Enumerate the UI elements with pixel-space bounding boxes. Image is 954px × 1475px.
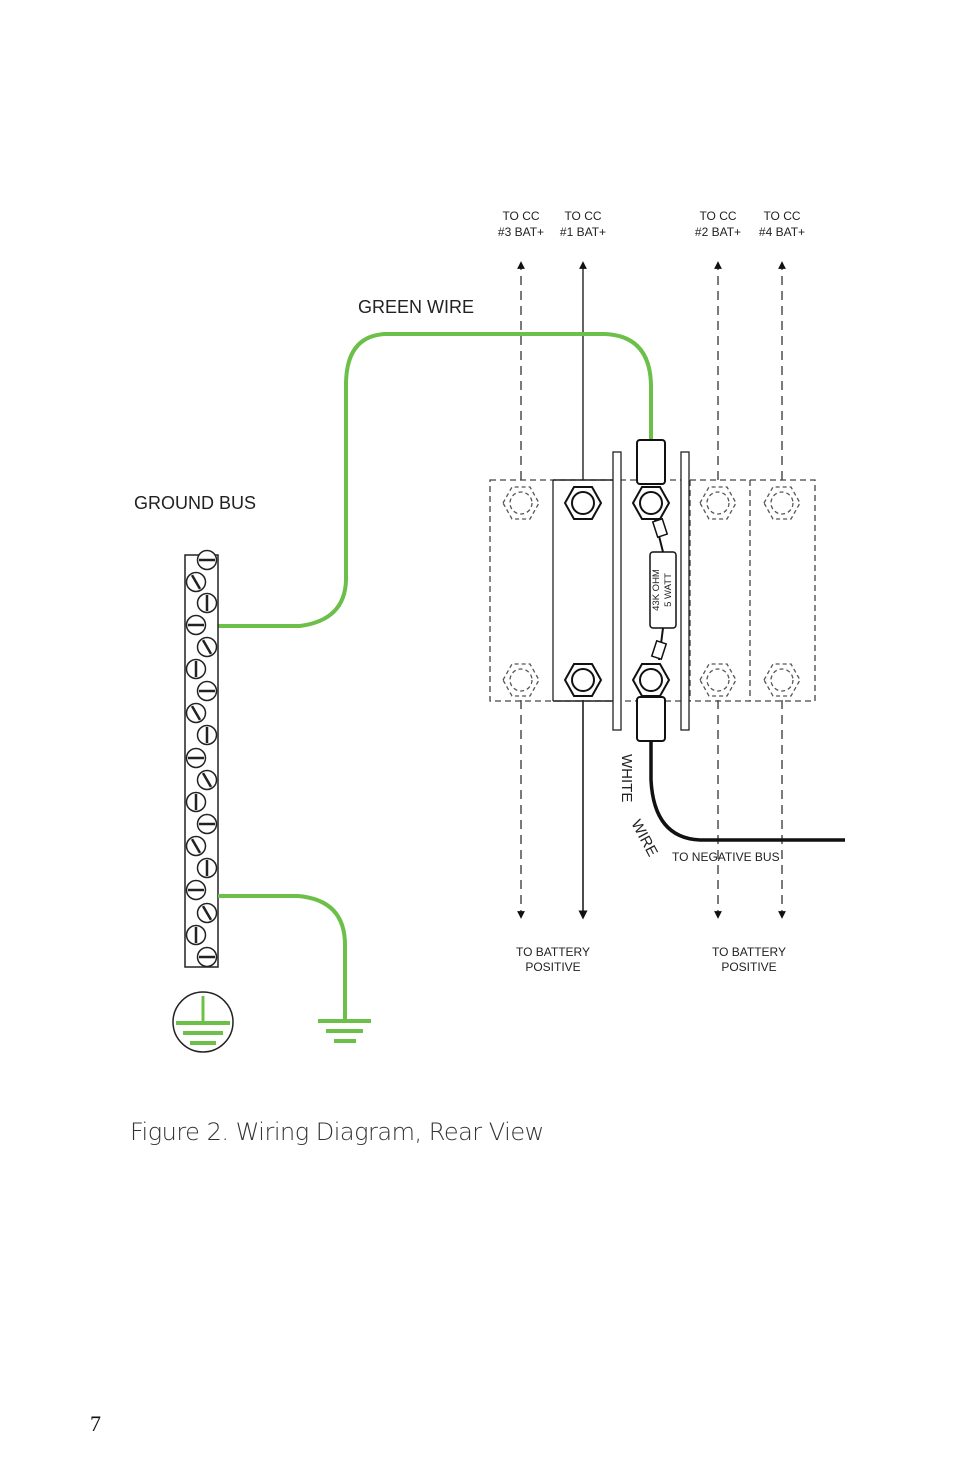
label-wire: WIRE [627, 817, 660, 860]
label-green-wire: GREEN WIRE [358, 297, 474, 317]
resistor-label-watts: 5 WATT [663, 573, 674, 607]
standoff-bar [680, 451, 690, 731]
terminal-nut-dashed [699, 663, 737, 697]
label-white-wire: WHITE [618, 754, 635, 802]
terminal-nut-dashed [502, 663, 540, 697]
label-to-battery-left: TO BATTERY [516, 945, 590, 959]
screw-slot [190, 574, 202, 590]
screw-slot [190, 705, 202, 721]
terminal-nut [564, 663, 602, 697]
label-to-cc-4-bat: #4 BAT+ [759, 225, 805, 239]
terminal-nut [564, 486, 602, 520]
ring-terminal-top [636, 439, 666, 485]
earth-ground-icon [318, 1019, 371, 1043]
label-to-cc-1-bat: #1 BAT+ [560, 225, 606, 239]
ring-terminal-bottom [636, 696, 666, 742]
label-to-cc-3-bat: #3 BAT+ [498, 225, 544, 239]
page-number: 7 [90, 1411, 101, 1436]
label-to-battery-right: TO BATTERY [712, 945, 786, 959]
screw-slot [201, 772, 213, 788]
screw-slot [201, 639, 213, 655]
ground-bus-screws [185, 549, 218, 968]
terminal-nut-dashed [699, 486, 737, 520]
terminal-nut [632, 486, 670, 520]
label-to-cc-2-bat: #2 BAT+ [695, 225, 741, 239]
protective-earth-icon [172, 991, 234, 1053]
wiring-diagram: TO CC #3 BAT+ TO CC #1 BAT+ TO CC #2 BAT… [134, 209, 845, 1053]
white-wire [649, 741, 845, 842]
label-to-cc-3: TO CC [502, 209, 539, 223]
terminal-nut-dashed [502, 486, 540, 520]
green-wire [218, 332, 653, 628]
label-to-cc-1: TO CC [564, 209, 601, 223]
terminal-nut-dashed [763, 486, 801, 520]
green-wire-to-ground [218, 894, 347, 1020]
figure-caption: Figure 2. Wiring Diagram, Rear View [130, 1118, 544, 1146]
label-ground-bus: GROUND BUS [134, 493, 256, 513]
resistor: 43K OHM 5 WATT [649, 517, 677, 661]
terminal-nut [632, 663, 670, 697]
label-to-cc-2: TO CC [699, 209, 736, 223]
standoff-bar [612, 451, 622, 731]
label-to-cc-4: TO CC [763, 209, 800, 223]
terminal-nut-dashed [763, 663, 801, 697]
screw-slot [201, 905, 213, 921]
label-to-negative-bus: TO NEGATIVE BUS [672, 850, 780, 864]
label-positive-left: POSITIVE [525, 960, 580, 974]
resistor-label-ohms: 43K OHM [651, 569, 662, 611]
screw-slot [190, 838, 202, 854]
label-positive-right: POSITIVE [721, 960, 776, 974]
